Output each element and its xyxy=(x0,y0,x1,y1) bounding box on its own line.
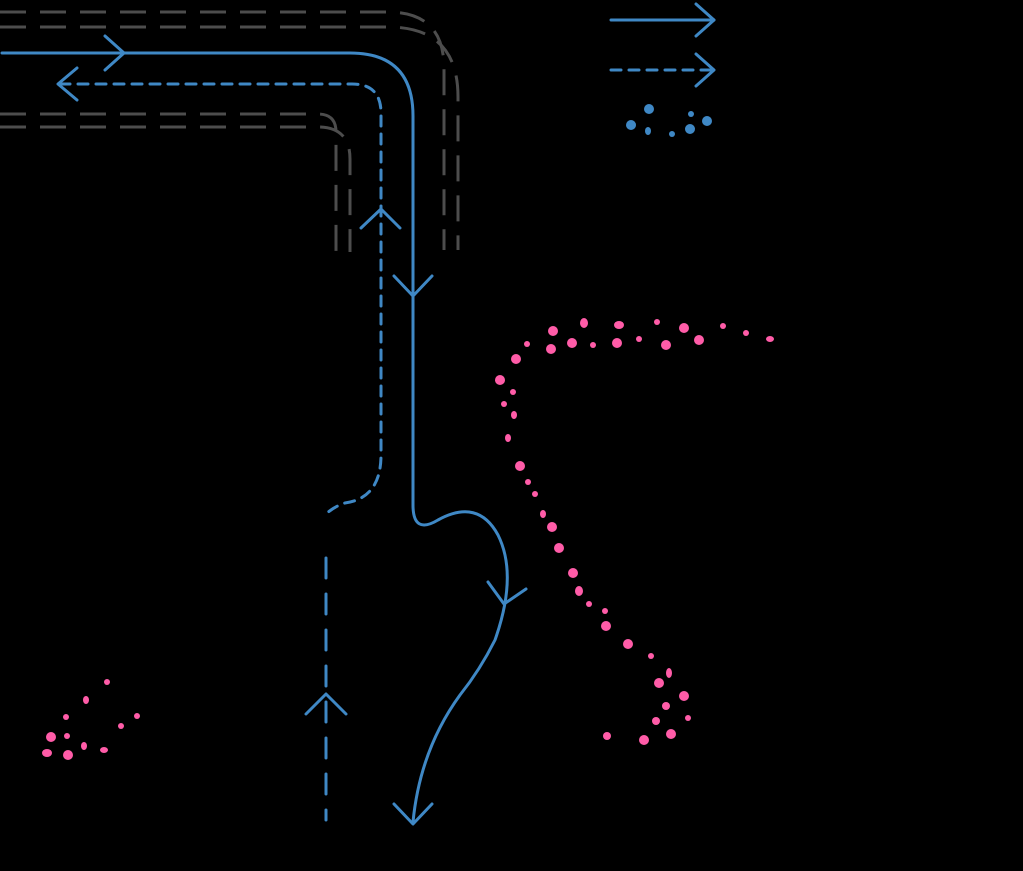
pedestrian-dot-25 xyxy=(532,491,538,497)
pedestrian-dot-41 xyxy=(652,717,660,725)
pedestrian-dot-7 xyxy=(743,330,749,336)
pedestrian-dot-6 xyxy=(46,732,56,742)
pedestrian-dot-22 xyxy=(505,434,511,442)
legend-dot-5 xyxy=(685,124,695,134)
pedestrian-dot-3 xyxy=(63,714,69,720)
pedestrian-dot-43 xyxy=(639,735,649,745)
pedestrian-dot-40 xyxy=(685,715,691,721)
arrowhead-up-dashed xyxy=(359,207,402,230)
pedestrian-dot-13 xyxy=(612,338,622,348)
pedestrian-dot-12 xyxy=(590,342,596,348)
pedestrian-dot-35 xyxy=(648,653,654,659)
pedestrian-cluster-left xyxy=(42,679,140,760)
pedestrian-dot-24 xyxy=(525,479,531,485)
arrowhead-up-heavy xyxy=(304,692,348,716)
legend xyxy=(609,2,716,137)
flow-solid-main xyxy=(0,51,509,824)
road-edge-inner-top xyxy=(0,112,338,252)
pedestrian-dot-8 xyxy=(81,742,87,750)
pedestrian-dot-11 xyxy=(63,750,73,760)
road-edges xyxy=(0,10,460,252)
pedestrian-dot-29 xyxy=(568,568,578,578)
arrowhead-left-top xyxy=(56,66,79,102)
pedestrian-dot-6 xyxy=(720,323,726,329)
pedestrian-dot-31 xyxy=(586,601,592,607)
pedestrian-dot-34 xyxy=(623,639,633,649)
pedestrian-dot-23 xyxy=(515,461,525,471)
pedestrian-dot-17 xyxy=(511,354,521,364)
legend-dot-4 xyxy=(669,131,675,137)
road-edge-outer-top-2 xyxy=(0,25,460,250)
arrowhead-down-main xyxy=(392,274,434,298)
pedestrian-dot-20 xyxy=(501,401,507,407)
pedestrian-trail xyxy=(495,318,774,745)
road-edge-inner-top-2 xyxy=(0,125,352,252)
pedestrian-dot-30 xyxy=(575,586,583,596)
pedestrian-dot-8 xyxy=(766,336,774,342)
flow-lines xyxy=(0,34,528,826)
pedestrian-dot-38 xyxy=(679,691,689,701)
pedestrian-dot-7 xyxy=(64,733,70,739)
pedestrian-dot-18 xyxy=(495,375,505,385)
pedestrian-dot-4 xyxy=(654,319,660,325)
pedestrian-dot-1 xyxy=(548,326,558,336)
pedestrian-dot-16 xyxy=(694,335,704,345)
pedestrian-dot-11 xyxy=(567,338,577,348)
pedestrian-dot-39 xyxy=(662,702,670,710)
legend-dot-3 xyxy=(645,127,651,135)
pedestrian-dot-33 xyxy=(601,621,611,631)
pedestrian-dot-42 xyxy=(666,729,676,739)
pedestrian-dot-14 xyxy=(636,336,642,342)
arrowhead-right-top xyxy=(103,34,126,72)
pedestrian-dot-10 xyxy=(546,344,556,354)
pedestrian-dot-37 xyxy=(654,678,664,688)
legend-dot-7 xyxy=(702,116,712,126)
pedestrian-dot-28 xyxy=(554,543,564,553)
pedestrian-dot-36 xyxy=(666,668,672,678)
pedestrian-dot-2 xyxy=(83,696,89,704)
pedestrian-dot-9 xyxy=(100,747,108,753)
pedestrian-dot-26 xyxy=(540,510,546,518)
pedestrian-dot-19 xyxy=(510,389,516,395)
pedestrian-dot-5 xyxy=(679,323,689,333)
pedestrian-dot-9 xyxy=(524,341,530,347)
pedestrian-dot-44 xyxy=(603,732,611,740)
pedestrian-dot-10 xyxy=(42,749,52,757)
pedestrian-dot-4 xyxy=(134,713,140,719)
flow-dashed-return xyxy=(58,82,383,517)
pedestrian-dot-1 xyxy=(104,679,110,685)
pedestrian-dot-3 xyxy=(614,321,624,329)
legend-dot-6 xyxy=(688,111,694,117)
legend-dot-1 xyxy=(626,120,636,130)
pedestrian-dot-15 xyxy=(661,340,671,350)
legend-dot-2 xyxy=(644,104,654,114)
pedestrian-dot-2 xyxy=(580,318,588,328)
pedestrian-dot-21 xyxy=(511,411,517,419)
pedestrian-dot-32 xyxy=(602,608,608,614)
pedestrian-dot-5 xyxy=(118,723,124,729)
arrowhead-down-bottom xyxy=(392,802,434,826)
legend-dots xyxy=(626,104,712,137)
legend-dashed-arrow xyxy=(609,52,716,88)
pedestrian-dot-27 xyxy=(547,522,557,532)
legend-solid-arrow xyxy=(609,2,716,38)
arrowhead-curve xyxy=(486,580,528,606)
